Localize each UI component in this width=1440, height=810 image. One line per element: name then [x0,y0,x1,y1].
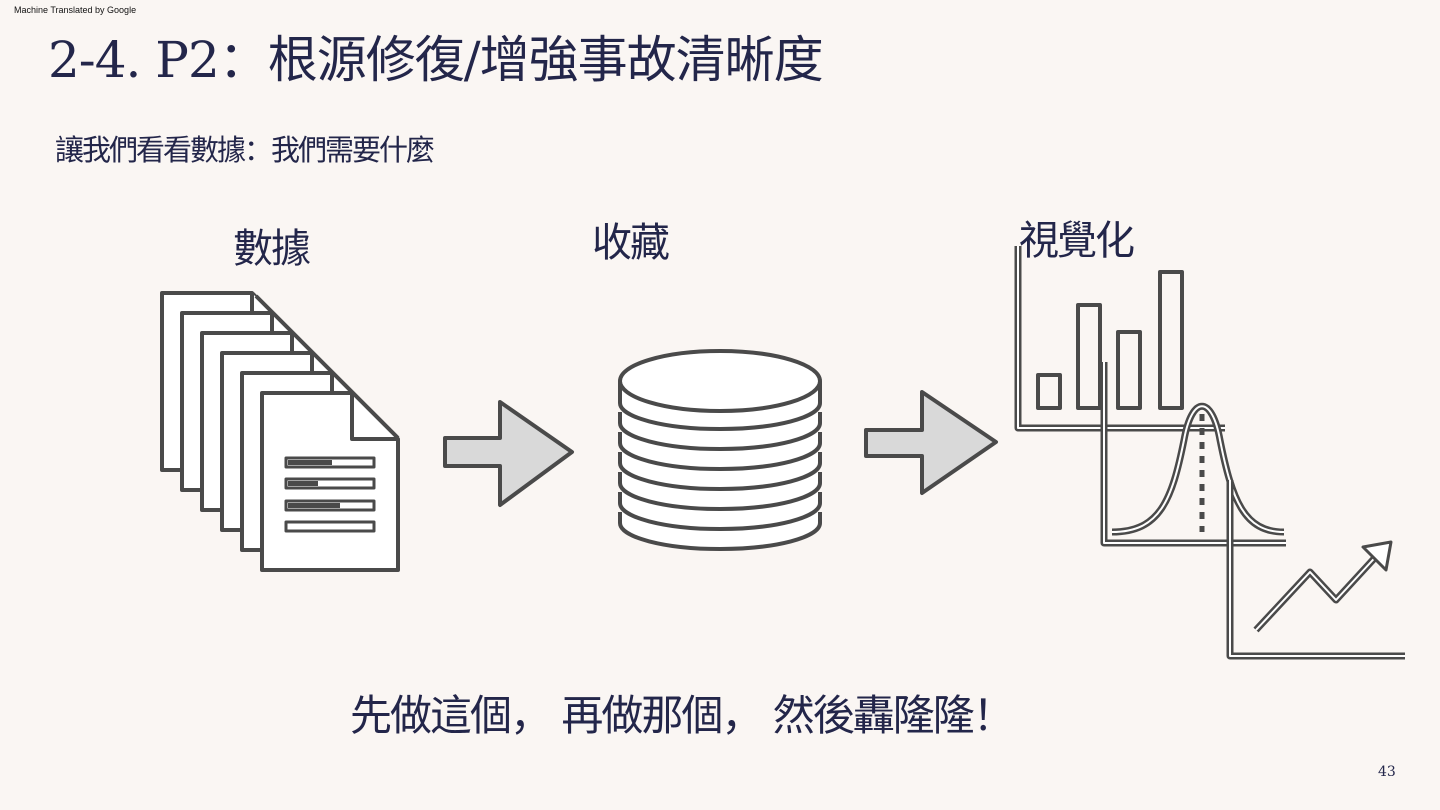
machine-translation-watermark: Machine Translated by Google [14,5,137,15]
arrow-right-icon [443,400,574,507]
page-number: 43 [1378,764,1396,780]
slide-title: 2-4. P2：根源修復/增強事故清晰度 [48,31,824,89]
slide-subtitle: 讓我們看看數據：我們需要什麼 [55,133,435,167]
stage-label-data: 數據 [233,226,311,272]
bell-curve-icon [1100,362,1286,547]
arrow-right-icon [864,390,998,495]
slide-tagline: 先做這個， 再做那個， 然後轟隆隆！ [350,691,1015,740]
line-chart-icon [1226,480,1405,660]
stage-label-visualization: 視覺化 [1019,218,1135,264]
documents-stack-icon [160,291,400,572]
charts-icon [1014,246,1405,660]
database-icon [618,349,822,551]
stage-label-collection: 收藏 [592,220,670,266]
bar-chart-icon [1014,246,1225,432]
